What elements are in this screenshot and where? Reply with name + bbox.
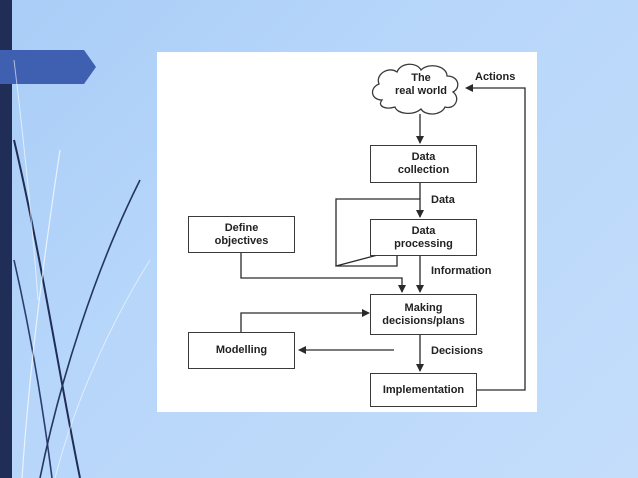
diagram-panel: The real world Actions Data collection D… bbox=[157, 52, 537, 412]
actions-label: Actions bbox=[475, 71, 516, 83]
data-label: Data bbox=[431, 194, 455, 206]
arrow-objectives-to-decisions bbox=[240, 253, 406, 293]
data-processing-box: Data processing bbox=[370, 219, 477, 256]
arrow-implementation-to-world bbox=[465, 84, 526, 391]
flow-connectors bbox=[240, 63, 526, 391]
decorative-curve bbox=[21, 149, 61, 478]
arrow-processing-loop bbox=[335, 198, 420, 267]
making-decisions-box: Making decisions/plans bbox=[370, 294, 477, 335]
left-dark-bar bbox=[0, 0, 12, 478]
implementation-box: Implementation bbox=[370, 373, 477, 407]
arrow-processing-loop-return bbox=[337, 256, 398, 267]
title-arrow-tab bbox=[0, 50, 96, 84]
decorative-curve bbox=[39, 179, 141, 478]
arrow-modelling-to-decisions bbox=[240, 309, 370, 332]
data-collection-box: Data collection bbox=[370, 145, 477, 183]
modelling-box: Modelling bbox=[188, 332, 295, 369]
decisions-label: Decisions bbox=[431, 345, 483, 357]
real-world-cloud bbox=[371, 63, 459, 115]
real-world-label: The real world bbox=[395, 72, 447, 97]
define-objectives-box: Define objectives bbox=[188, 216, 295, 253]
decorative-curve bbox=[13, 139, 81, 478]
information-label: Information bbox=[431, 265, 492, 277]
decorative-curve bbox=[13, 259, 53, 478]
decorative-curve bbox=[13, 59, 39, 301]
decorative-curve bbox=[54, 259, 151, 478]
